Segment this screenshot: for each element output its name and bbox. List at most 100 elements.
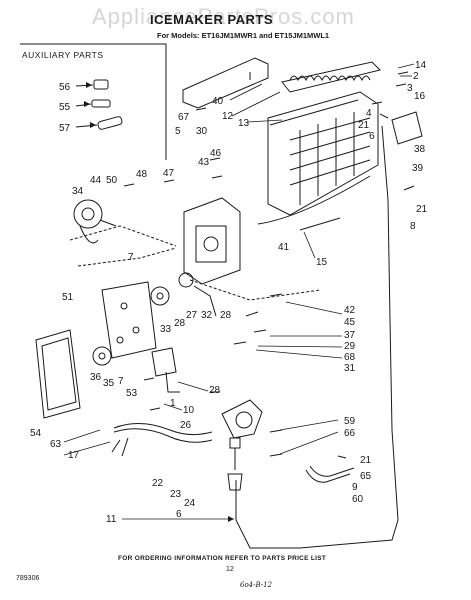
callout-3: 3 <box>407 83 413 94</box>
callout-38: 38 <box>414 144 426 155</box>
auxiliary-part-57 <box>75 116 123 130</box>
callout-48: 48 <box>136 169 148 180</box>
auxiliary-part-56 <box>75 79 109 90</box>
bracket-part-40 <box>182 57 269 109</box>
callout-60: 60 <box>352 494 364 505</box>
fill-cup-part-38 <box>391 111 423 145</box>
mounting-plate-part-51 <box>101 281 157 359</box>
callout-56: 56 <box>59 82 71 93</box>
ejector-spring-part-12 <box>281 61 381 93</box>
callout-37: 37 <box>344 330 356 341</box>
callout-33: 33 <box>160 324 172 335</box>
callout-44: 44 <box>90 175 102 186</box>
callout-22: 22 <box>152 478 164 489</box>
callout-16: 16 <box>414 91 426 102</box>
callout-13: 13 <box>238 118 250 129</box>
callout-47: 47 <box>163 168 175 179</box>
callout-9: 9 <box>352 482 358 493</box>
callout-12: 12 <box>222 111 234 122</box>
callout-43: 43 <box>198 157 210 168</box>
callout-36: 36 <box>90 372 102 383</box>
callout-28-a: 28 <box>174 318 186 329</box>
callout-21-right: 21 <box>416 204 428 215</box>
aux-arrowheads <box>84 82 234 522</box>
cover-part-54 <box>35 329 81 419</box>
callout-10: 10 <box>183 405 195 416</box>
callout-26: 26 <box>180 420 192 431</box>
ordering-footnote: FOR ORDERING INFORMATION REFER TO PARTS … <box>118 555 327 562</box>
callout-29: 29 <box>344 341 356 352</box>
callout-39: 39 <box>412 163 424 174</box>
wire-harness-part-17 <box>113 423 213 436</box>
callout-6-top: 6 <box>369 131 375 142</box>
hardware-screws <box>123 71 415 459</box>
callout-46: 46 <box>210 148 222 159</box>
callout-68: 68 <box>344 352 356 363</box>
callout-27: 27 <box>186 310 198 321</box>
leader-line-42 <box>189 279 321 301</box>
callout-65: 65 <box>360 471 372 482</box>
handwritten-note: 6o4-B-12 <box>240 581 273 589</box>
diagram-subtitle: For Models: ET16JM1MWR1 and ET15JM1MWL1 <box>157 31 330 40</box>
callout-labels: 14 2 3 16 4 21 6 38 39 21 8 40 12 67 5 1… <box>30 60 428 525</box>
callout-40: 40 <box>212 96 224 107</box>
callout-5: 5 <box>175 126 181 137</box>
callout-28-c: 28 <box>209 385 221 396</box>
callout-30: 30 <box>196 126 208 137</box>
gear-part-35 <box>92 346 112 366</box>
heater-element <box>257 175 371 225</box>
inlet-fitting-part-60 <box>305 469 351 483</box>
callout-31: 31 <box>344 363 356 374</box>
water-line <box>235 125 399 549</box>
gear-part-27 <box>178 272 217 317</box>
ice-mold-part-13 <box>267 91 379 216</box>
callout-21-lower: 21 <box>360 455 372 466</box>
timing-cam-part-33 <box>150 286 170 306</box>
callout-63: 63 <box>50 439 62 450</box>
watermark-text: AppliancePartsPros.com <box>92 4 355 29</box>
page-number: 12 <box>226 566 234 573</box>
callout-14: 14 <box>415 60 427 71</box>
callout-35: 35 <box>103 378 115 389</box>
callout-8: 8 <box>410 221 416 232</box>
auxiliary-box-border <box>20 43 167 160</box>
auxiliary-part-55 <box>75 99 111 108</box>
callout-24: 24 <box>184 498 196 509</box>
callout-7-lower: 7 <box>118 376 124 387</box>
callout-2: 2 <box>413 71 419 82</box>
water-valve-assembly <box>221 399 263 491</box>
callout-45: 45 <box>344 317 356 328</box>
callout-32: 32 <box>201 310 213 321</box>
callout-42: 42 <box>344 305 356 316</box>
callout-15: 15 <box>316 257 328 268</box>
callout-53: 53 <box>126 388 138 399</box>
callout-51: 51 <box>62 292 74 303</box>
control-housing <box>183 197 241 285</box>
callout-4: 4 <box>366 108 372 119</box>
callout-34: 34 <box>72 186 84 197</box>
callout-6-lower: 6 <box>176 509 182 520</box>
document-number: 789306 <box>16 575 40 582</box>
callout-67: 67 <box>178 112 190 123</box>
callout-50: 50 <box>106 175 118 186</box>
diagram-title: ICEMAKER PARTS <box>150 12 274 27</box>
callout-21-top: 21 <box>358 120 370 131</box>
callout-41: 41 <box>278 242 290 253</box>
motor-part-34 <box>73 199 117 244</box>
callout-1: 1 <box>170 398 176 409</box>
callout-54: 54 <box>30 428 42 439</box>
callout-66: 66 <box>344 428 356 439</box>
callout-leaders <box>63 63 415 520</box>
callout-55: 55 <box>59 102 71 113</box>
leader-line-7 <box>77 247 177 267</box>
switch-bracket-part-53 <box>151 347 180 393</box>
leader-line-34 <box>69 225 177 247</box>
auxiliary-parts-label: AUXILIARY PARTS <box>22 50 104 60</box>
callout-11: 11 <box>106 514 117 525</box>
callout-7-upper: 7 <box>128 252 134 263</box>
callout-23: 23 <box>170 489 182 500</box>
callout-59: 59 <box>344 416 356 427</box>
callout-17: 17 <box>68 450 80 461</box>
